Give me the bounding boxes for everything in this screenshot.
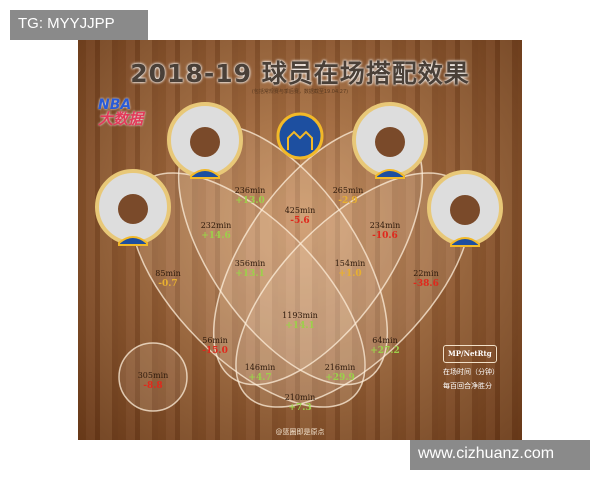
region-netrtg: -10.6 (372, 231, 398, 241)
venn-outside-circle (118, 342, 188, 412)
venn-region-label: 216min+29.9 (325, 362, 356, 384)
region-minutes: 146min (244, 363, 276, 372)
region-netrtg: -2.9 (338, 196, 358, 206)
infographic-poster: 2018-19 球员在场搭配效果 (包括常规赛与季后赛，数据截至19.04.27… (78, 40, 522, 440)
region-minutes: 305min (137, 371, 169, 380)
legend: MP/NetRtg 在场时间（分钟） 每百回合净胜分 (443, 345, 517, 391)
warriors-logo (276, 112, 324, 160)
region-netrtg: +14.6 (201, 231, 231, 241)
region-netrtg: -0.7 (158, 279, 178, 289)
region-netrtg: +13.0 (235, 196, 265, 206)
legend-title: MP/NetRtg (443, 345, 497, 363)
region-minutes: 236min (234, 186, 266, 195)
venn-region-label: 265min-2.9 (333, 185, 364, 207)
region-netrtg: -8.8 (143, 381, 163, 391)
region-minutes: 56min (202, 336, 228, 345)
region-netrtg: +7.3 (288, 403, 312, 413)
credit: @篮圈即是原点 (275, 428, 325, 436)
venn-region-label: 210min+7.3 (285, 392, 316, 414)
venn-region-label: 234min-10.6 (370, 220, 401, 242)
logo-line2: 大数据 (98, 110, 144, 128)
region-minutes: 64min (372, 336, 398, 345)
region-netrtg: +29.9 (325, 373, 355, 383)
region-minutes: 210min (284, 393, 316, 402)
legend-item-minutes: 在场时间（分钟） (443, 368, 499, 376)
region-minutes: 22min (413, 269, 439, 278)
venn-region-label: 1193min+14.1 (282, 310, 318, 332)
region-minutes: 232min (200, 221, 232, 230)
venn-region-label: 146min+4.7 (245, 362, 276, 384)
poster-subtitle: (包括常规赛与季后赛，数据截至19.04.27) (251, 89, 349, 95)
region-netrtg: +13.1 (235, 269, 265, 279)
region-minutes: 85min (155, 269, 181, 278)
venn-region-label: 236min+13.0 (235, 185, 266, 207)
region-netrtg: +14.1 (285, 321, 315, 331)
region-minutes: 356min (234, 259, 266, 268)
watermark-bottom: www.cizhuanz.com (410, 440, 590, 470)
region-minutes: 216min (324, 363, 356, 372)
venn-region-label: 56min-15.0 (202, 335, 228, 357)
venn-region-label: 64min+27.2 (370, 335, 399, 357)
region-netrtg: -15.0 (202, 346, 228, 356)
region-minutes: 154min (334, 259, 366, 268)
region-netrtg: -38.6 (413, 279, 439, 289)
region-minutes: 265min (332, 186, 364, 195)
region-minutes: 234min (369, 221, 401, 230)
region-netrtg: -5.6 (290, 216, 310, 226)
venn-region-label: 425min-5.6 (285, 205, 316, 227)
logo-line1: NBA (98, 97, 132, 113)
poster-title: 2018-19 球员在场搭配效果 (130, 59, 470, 88)
region-netrtg: +1.0 (338, 269, 362, 279)
watermark-top: TG: MYYJJPP (10, 10, 148, 40)
legend-item-netrtg: 每百回合净胜分 (443, 382, 492, 390)
venn-region-label: 85min-0.7 (155, 268, 180, 290)
region-minutes: 1193min (282, 311, 318, 320)
venn-region-label: 356min+13.1 (235, 258, 266, 280)
venn-region-label: 305min-8.8 (138, 370, 169, 392)
venn-region-label: 232min+14.6 (201, 220, 232, 242)
venn-diagram (95, 102, 503, 412)
region-netrtg: +4.7 (248, 373, 272, 383)
region-netrtg: +27.2 (370, 346, 400, 356)
venn-region-label: 22min-38.6 (413, 268, 439, 290)
region-minutes: 425min (284, 206, 316, 215)
venn-region-label: 154min+1.0 (335, 258, 366, 280)
